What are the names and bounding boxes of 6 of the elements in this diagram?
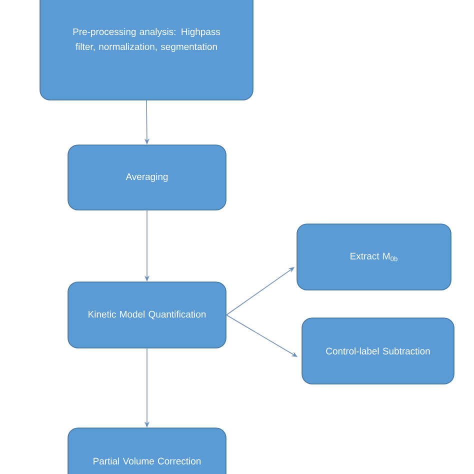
process-box: Partial Volume Correction xyxy=(68,428,226,474)
process-box: Averaging xyxy=(68,144,226,210)
process-box: Control-label Subtraction xyxy=(302,318,454,384)
process-box: Pre-processing analysis: Highpass filter, normalization, segmentation xyxy=(40,0,254,100)
process-box: Extract M$_{0b}$ xyxy=(296,224,452,290)
process-box: Kinetic Model Quantification xyxy=(68,282,226,348)
